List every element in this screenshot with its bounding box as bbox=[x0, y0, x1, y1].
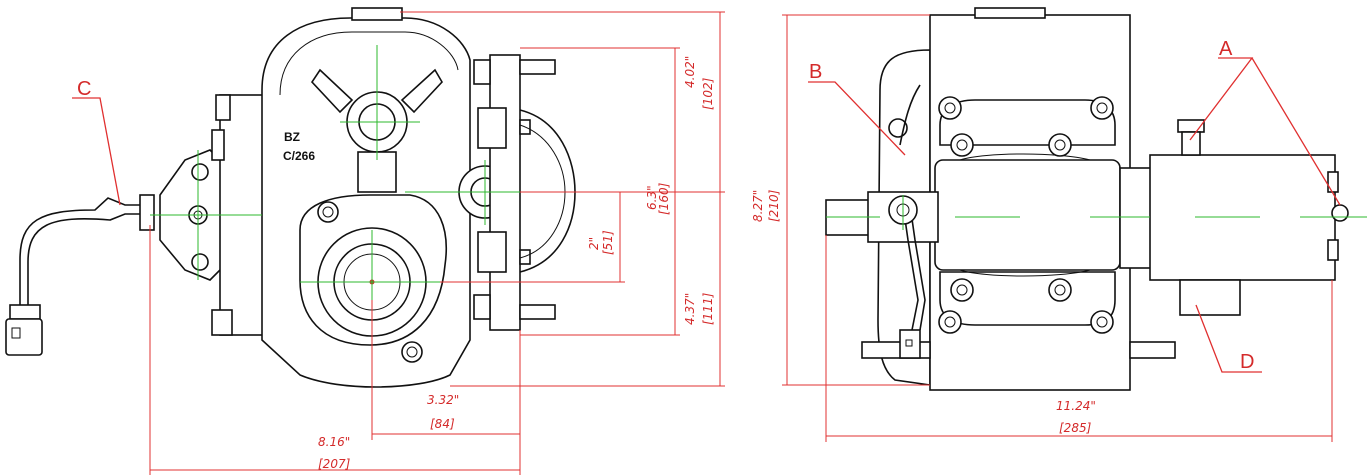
dim-11-24-in: 11.24" bbox=[1056, 399, 1096, 413]
callout-a-label: A bbox=[1219, 38, 1233, 60]
callout-c-label: C bbox=[77, 78, 91, 100]
dim-4-02-in: 4.02" bbox=[683, 56, 697, 88]
dim-8-16-in: 8.16" bbox=[318, 435, 350, 449]
callout-b: B bbox=[808, 61, 906, 156]
callout-a: A bbox=[1189, 38, 1341, 206]
dim-4-02-mm: [102] bbox=[701, 77, 715, 110]
dim-6-3-mm: [160] bbox=[657, 182, 671, 215]
left-dimensions bbox=[149, 11, 725, 475]
left-view: BZ C/266 bbox=[5, 7, 781, 475]
left-centerlines bbox=[150, 45, 530, 340]
callout-d-label: D bbox=[1240, 351, 1254, 373]
dim-3-32-in: 3.32" bbox=[427, 393, 459, 407]
dim-11-24-mm: [285] bbox=[1059, 421, 1092, 435]
right-dimensions bbox=[782, 14, 1333, 442]
dim-8-16-mm: [207] bbox=[318, 457, 351, 471]
dim-6-3-in: 6.3" bbox=[645, 185, 659, 210]
dim-4-37-mm: [111] bbox=[701, 292, 715, 325]
dim-3-32-mm: [84] bbox=[430, 417, 455, 431]
right-main-body bbox=[861, 7, 1176, 391]
right-view: 11.24" [285] A B D bbox=[782, 7, 1367, 442]
left-dim-labels: 4.02" [102] 6.3" [160] 8.27" [210] 2" [5… bbox=[318, 56, 781, 471]
dim-4-37-in: 4.37" bbox=[683, 293, 697, 325]
model-code: C/266 bbox=[283, 149, 315, 163]
callout-d: D bbox=[1195, 304, 1262, 373]
dim-2-mm: [51] bbox=[601, 230, 615, 255]
dim-2-in: 2" bbox=[587, 237, 601, 250]
right-dim-labels: 11.24" [285] bbox=[1056, 399, 1096, 435]
logo-mark: BZ bbox=[284, 130, 300, 144]
cable-assembly bbox=[5, 194, 155, 356]
callout-c: C bbox=[72, 78, 121, 206]
dim-8-27-in: 8.27" bbox=[751, 190, 765, 222]
main-housing: BZ C/266 bbox=[211, 7, 512, 388]
dim-8-27-mm: [210] bbox=[767, 189, 781, 222]
callout-b-label: B bbox=[809, 61, 822, 83]
right-centerlines bbox=[826, 195, 1367, 230]
